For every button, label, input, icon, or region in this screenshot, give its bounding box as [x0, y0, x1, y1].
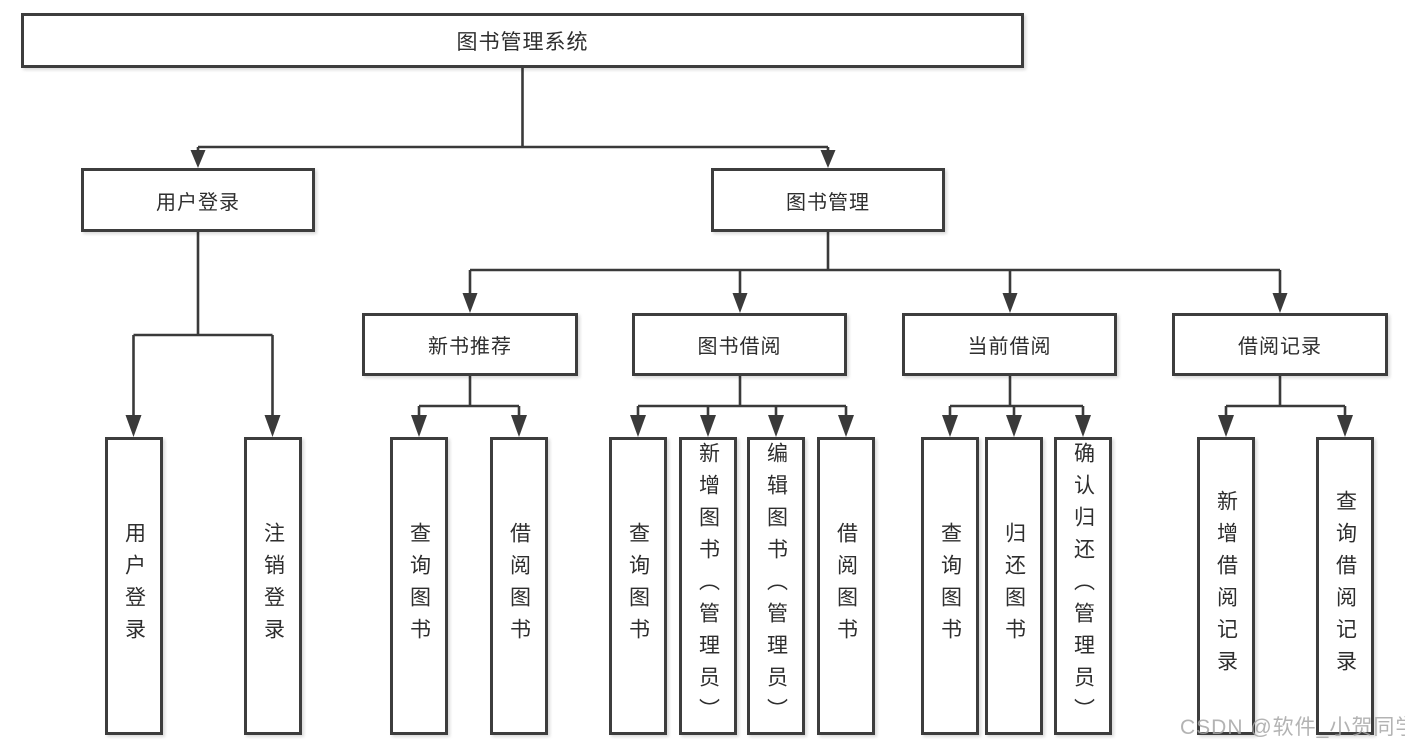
leaf-query-books-borrowing: 查询图书 [609, 437, 667, 735]
node-current-borrowing-label: 当前借阅 [967, 336, 1052, 358]
leaf-return-book-label: 归还图书 [1002, 522, 1026, 650]
node-borrow-records: 借阅记录 [1172, 313, 1388, 376]
leaf-logout-label: 注销登录 [261, 522, 285, 650]
leaf-user-login-label: 用户登录 [122, 522, 146, 650]
leaf-borrow-books-label: 借阅图书 [834, 522, 858, 650]
leaf-query-books-recommend-label: 查询图书 [407, 522, 431, 650]
leaf-add-borrow-record-label: 新增借阅记录 [1214, 490, 1238, 682]
leaf-user-login: 用户登录 [105, 437, 163, 735]
leaf-return-book: 归还图书 [985, 437, 1043, 735]
node-current-borrowing: 当前借阅 [902, 313, 1117, 376]
watermark-text: CSDN @软件_小贺同学 [1180, 716, 1405, 739]
node-borrow-records-label: 借阅记录 [1238, 336, 1322, 358]
leaf-query-books-current: 查询图书 [921, 437, 979, 735]
leaf-add-book-admin-label: 新增图书（管理员） [696, 442, 720, 730]
leaf-add-borrow-record: 新增借阅记录 [1197, 437, 1255, 735]
node-library-system-label: 图书管理系统 [456, 30, 589, 54]
node-book-borrowing-label: 图书借阅 [697, 336, 782, 358]
node-book-borrowing: 图书借阅 [632, 313, 847, 376]
leaf-query-books-current-label: 查询图书 [938, 522, 962, 650]
node-user-login-branch: 用户登录 [81, 168, 315, 232]
leaf-borrow-books: 借阅图书 [817, 437, 875, 735]
node-book-management: 图书管理 [711, 168, 945, 232]
node-new-book-recommend-label: 新书推荐 [428, 336, 512, 358]
leaf-query-borrow-record: 查询借阅记录 [1316, 437, 1374, 735]
leaf-confirm-return-admin-label: 确认归还（管理员） [1071, 442, 1095, 730]
leaf-query-borrow-record-label: 查询借阅记录 [1333, 490, 1357, 682]
leaf-edit-book-admin: 编辑图书（管理员） [747, 437, 805, 735]
node-library-system: 图书管理系统 [21, 13, 1024, 68]
leaf-query-books-recommend: 查询图书 [390, 437, 448, 735]
leaf-edit-book-admin-label: 编辑图书（管理员） [764, 442, 788, 730]
leaf-query-books-borrowing-label: 查询图书 [626, 522, 650, 650]
leaf-add-book-admin: 新增图书（管理员） [679, 437, 737, 735]
leaf-borrow-books-recommend-label: 借阅图书 [507, 522, 531, 650]
leaf-borrow-books-recommend: 借阅图书 [490, 437, 548, 735]
leaf-logout: 注销登录 [244, 437, 302, 735]
node-book-management-label: 图书管理 [786, 191, 870, 214]
node-user-login-branch-label: 用户登录 [156, 191, 240, 214]
leaf-confirm-return-admin: 确认归还（管理员） [1054, 437, 1112, 735]
node-new-book-recommend: 新书推荐 [362, 313, 578, 376]
